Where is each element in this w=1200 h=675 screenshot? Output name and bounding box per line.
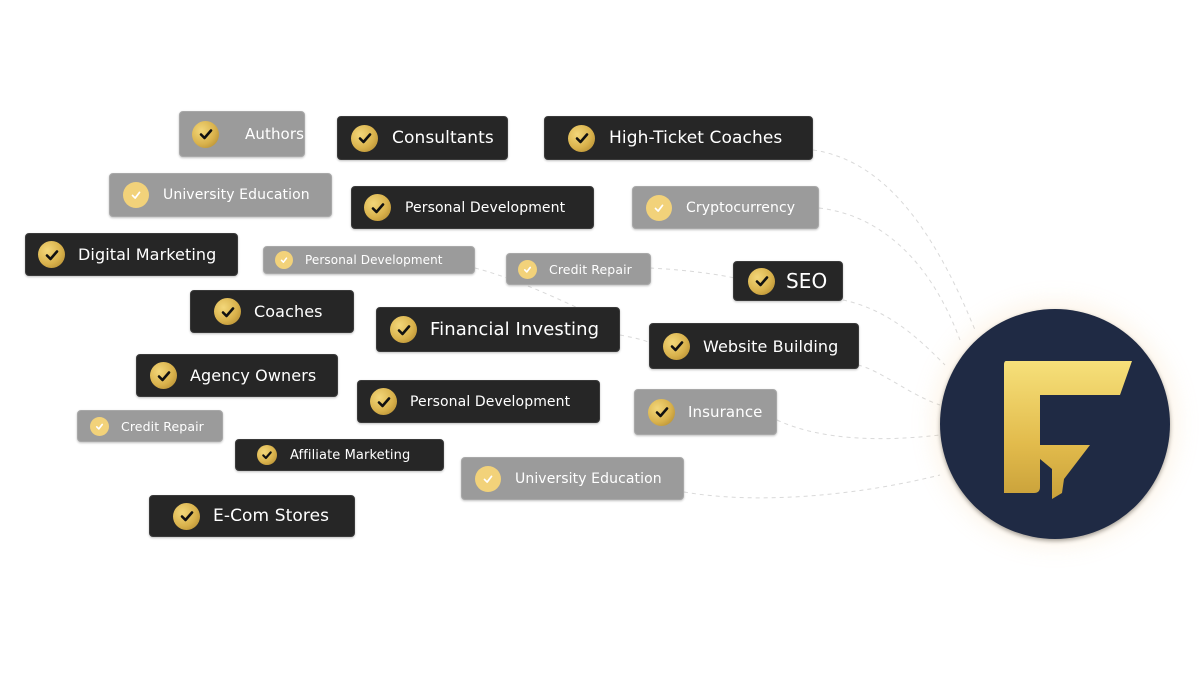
tag-label: Personal Development (405, 199, 566, 216)
tag-label: Cryptocurrency (686, 199, 796, 216)
tag-coaches: Coaches (190, 290, 354, 333)
tag-authors: Authors (179, 111, 305, 157)
tag-label: University Education (163, 187, 310, 203)
tag-label: Digital Marketing (78, 245, 217, 264)
tag-seo: SEO (733, 261, 843, 301)
check-icon (663, 332, 690, 360)
check-icon (748, 267, 775, 295)
check-icon (173, 502, 200, 530)
tag-e-com-stores: E-Com Stores (149, 495, 355, 537)
check-icon (568, 124, 595, 152)
connector-line (619, 334, 651, 344)
check-icon (351, 124, 378, 152)
tag-label: Personal Development (305, 253, 443, 267)
connector-line (842, 299, 946, 366)
tag-label: Credit Repair (549, 261, 632, 277)
f-logo-icon (1004, 361, 1132, 499)
tag-personal-development-small: Personal Development (263, 246, 475, 274)
brand-logo (940, 309, 1170, 539)
check-icon (275, 251, 293, 269)
check-icon (38, 241, 65, 268)
tag-label: Authors (245, 125, 305, 143)
tag-label: Credit Repair (121, 418, 204, 434)
tag-label: Agency Owners (190, 366, 317, 385)
check-icon (214, 298, 241, 325)
connector-line (857, 364, 941, 406)
tag-label: Insurance (688, 403, 763, 421)
tag-label: Personal Development (410, 393, 571, 410)
tag-label: Financial Investing (430, 319, 600, 340)
connector-line (776, 419, 941, 440)
tag-financial-investing: Financial Investing (376, 307, 620, 352)
tag-credit-repair-2: Credit Repair (77, 410, 223, 442)
connector-line (683, 474, 941, 499)
check-icon (648, 398, 675, 426)
tag-consultants: Consultants (337, 116, 508, 160)
tag-label: Coaches (254, 302, 323, 321)
check-icon (390, 316, 417, 343)
tag-label: E-Com Stores (213, 506, 330, 526)
tag-label: Affiliate Marketing (290, 447, 411, 463)
tag-high-ticket-coaches: High-Ticket Coaches (544, 116, 813, 160)
tag-cryptocurrency: Cryptocurrency (632, 186, 819, 229)
tag-label: High-Ticket Coaches (609, 128, 783, 148)
check-icon (257, 445, 277, 465)
tag-insurance: Insurance (634, 389, 777, 435)
tag-affiliate-marketing: Affiliate Marketing (235, 439, 444, 471)
check-icon (192, 120, 219, 148)
check-icon (364, 194, 391, 221)
check-icon (123, 182, 149, 208)
check-icon (370, 388, 397, 415)
tag-label: Website Building (703, 336, 839, 356)
check-icon (518, 259, 537, 279)
check-icon (475, 465, 501, 492)
tag-agency-owners: Agency Owners (136, 354, 338, 397)
check-icon (90, 416, 109, 436)
tag-university-education: University Education (109, 173, 332, 217)
check-icon (150, 362, 177, 389)
check-icon (646, 194, 672, 221)
connector-line (812, 149, 976, 331)
tag-website-building: Website Building (649, 323, 859, 369)
tag-label: SEO (786, 269, 828, 293)
tag-label: Consultants (392, 128, 494, 148)
tag-credit-repair: Credit Repair (506, 253, 651, 285)
tag-personal-development: Personal Development (351, 186, 594, 229)
connector-line (649, 267, 736, 279)
tag-digital-marketing: Digital Marketing (25, 233, 238, 276)
tag-label: University Education (515, 470, 662, 487)
tag-personal-development-2: Personal Development (357, 380, 600, 423)
tag-university-education-2: University Education (461, 457, 684, 500)
